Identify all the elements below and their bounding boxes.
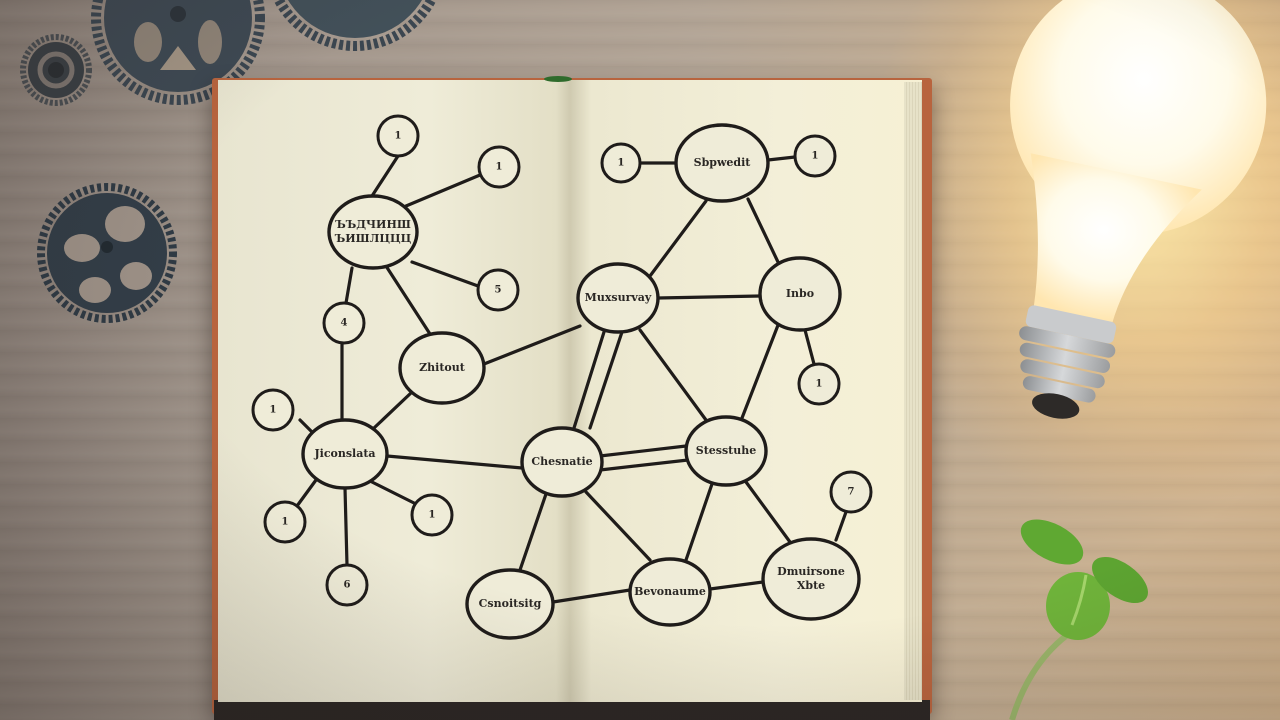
diagram-leaf-node: 1	[410, 493, 454, 537]
diagram-edge	[803, 328, 816, 366]
diagram-edge	[684, 482, 714, 562]
diagram-edge	[746, 197, 780, 264]
diagram-leaf-node: 1	[797, 362, 841, 406]
diagram-node-label: Jiconslata	[313, 447, 375, 460]
gears-group	[20, 0, 437, 323]
diagram-edge	[384, 264, 432, 336]
diagram-hub-node: Zhitout	[398, 331, 486, 405]
diagram-edge	[366, 478, 416, 505]
diagram-leaf-node: 6	[325, 563, 369, 607]
diagram-edge	[834, 510, 848, 542]
gear-icon	[20, 34, 92, 106]
diagram-node-label: ЪЪДЧИНШ	[335, 218, 411, 231]
diagram-edge	[344, 266, 354, 305]
diagram-node-label: ЪИШЛЦЦЦ	[335, 232, 412, 245]
diagram-leaf-label: 1	[282, 517, 289, 528]
seedling-icon	[1009, 519, 1148, 720]
diagram-leaf-node: 4	[322, 301, 366, 345]
diagram-hub-node: Muxsurvay	[576, 262, 660, 334]
diagram-node-label: Bevonaume	[634, 585, 706, 598]
diagram-edge	[385, 454, 524, 470]
diagram-node-label: Dmuirsone	[777, 565, 845, 578]
notebook-page-edges	[904, 82, 922, 700]
diagram-node-label: Stesstuhe	[696, 444, 756, 457]
notebook-shadow	[214, 700, 930, 720]
diagram-leaf-label: 1	[812, 151, 819, 162]
diagram-node-label: Csnoitsitg	[479, 597, 542, 610]
diagram-edge	[638, 328, 708, 422]
diagram-node-label: Sbpwedit	[694, 156, 752, 169]
diagram-edge	[588, 330, 624, 430]
diagram-hub-node: Chesnatie	[520, 426, 604, 498]
diagram-edge	[410, 260, 480, 288]
diagram-edge	[744, 480, 792, 544]
diagram-edge	[598, 458, 690, 472]
diagram-leaf-node: 1	[376, 114, 420, 158]
diagram-edge	[648, 199, 708, 278]
diagram-edge	[656, 294, 762, 300]
diagram-node-label: Muxsurvay	[585, 291, 652, 304]
diagram-node-label: Xbte	[797, 579, 825, 592]
diagram-hub-node: Stesstuhe	[684, 415, 768, 487]
diagram-leaf-label: 5	[495, 285, 502, 296]
diagram-leaf-label: 4	[341, 318, 348, 329]
diagram-edge	[370, 154, 400, 198]
diagram-leaf-node: 7	[829, 470, 873, 514]
diagram-node-label: Chesnatie	[531, 455, 592, 468]
diagram-hub-node: Sbpwedit	[674, 123, 770, 203]
diagram-edge	[372, 390, 414, 430]
gear-icon	[37, 183, 177, 323]
diagram-leaf-label: 1	[270, 405, 277, 416]
diagram-edge	[708, 580, 765, 591]
diagram-leaf-label: 1	[496, 162, 503, 173]
diagram-leaf-node: 1	[263, 500, 307, 544]
diagram-edge	[740, 318, 782, 420]
diagram-hub-node: Bevonaume	[628, 557, 712, 627]
diagram-leaf-node: 1	[793, 134, 837, 178]
diagram-edge	[598, 444, 688, 458]
diagram-edge	[298, 418, 314, 434]
diagram-leaf-node: 1	[600, 142, 642, 184]
diagram-leaf-label: 1	[395, 131, 402, 142]
diagram-hub-node: Jiconslata	[301, 418, 389, 490]
diagram-leaf-label: 7	[848, 487, 855, 498]
diagram-node-label: Inbo	[786, 287, 814, 300]
bookmark-ribbon	[544, 76, 572, 82]
diagram-leaf-node: 1	[477, 145, 521, 189]
diagram-leaf-label: 6	[344, 580, 351, 591]
diagram-edge	[295, 478, 318, 508]
diagram-edge	[518, 492, 548, 572]
diagram-edge	[584, 490, 652, 562]
diagram-leaf-label: 1	[816, 379, 823, 390]
diagram-hub-node: Csnoitsitg	[465, 568, 555, 640]
diagram-edge	[343, 486, 349, 567]
diagram-node-label: Zhitout	[419, 361, 466, 374]
gear-icon	[91, 0, 265, 105]
diagram-hub-node: Inbo	[758, 256, 842, 332]
diagram-leaf-node: 1	[251, 388, 295, 432]
diagram-edge	[404, 173, 482, 208]
diagram-edge	[572, 330, 606, 430]
diagram-leaf-label: 1	[429, 510, 436, 521]
diagram-edge	[551, 588, 632, 604]
light-bulb-icon	[1010, 0, 1267, 419]
diagram-leaf-label: 1	[618, 158, 625, 169]
gear-icon	[273, 0, 437, 51]
diagram-edge	[766, 155, 797, 162]
diagram-edge	[482, 324, 582, 366]
diagram-leaf-node: 5	[476, 268, 520, 312]
